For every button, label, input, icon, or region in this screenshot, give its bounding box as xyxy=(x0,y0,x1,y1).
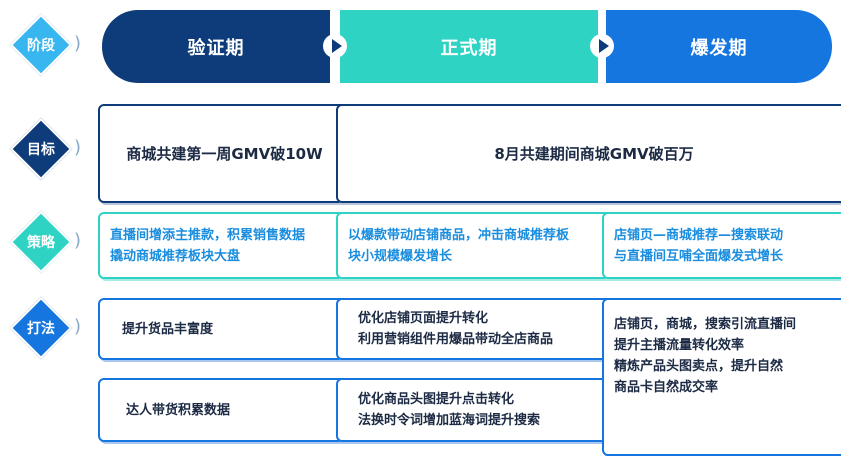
strategy-bracket: ) xyxy=(74,230,82,251)
phase-burst: 爆发期 xyxy=(606,10,832,83)
phase-formal: 正式期 xyxy=(340,10,598,83)
goal-validation-text: 商城共建第一周GMV破10W xyxy=(126,145,323,163)
tactic-validation-text-2: 达人带货积累数据 xyxy=(126,402,231,418)
tactic-formal-line: 法换时令词增加蓝海词提升搜索 xyxy=(358,413,541,428)
tactic-formal-line: 优化商品头图提升点击转化 xyxy=(358,392,515,407)
play-arrow-icon xyxy=(590,34,614,58)
tactic-burst-line: 店铺页，商城，搜索引流直播间 xyxy=(614,317,797,332)
phase-validation-label: 验证期 xyxy=(187,37,245,59)
tactics-label-text: 打法 xyxy=(27,321,55,337)
goal-formal-burst-text: 8月共建期间商城GMV破百万 xyxy=(494,145,694,163)
stage-label: 阶段 xyxy=(9,13,73,77)
goal-formal-burst-box: 8月共建期间商城GMV破百万 xyxy=(336,104,841,203)
tactic-validation-text-1: 提升货品丰富度 xyxy=(122,321,214,337)
strategy-burst-line: 与直播间互哺全面爆发式增长 xyxy=(614,248,784,264)
strategy-label: 策略 xyxy=(9,210,73,274)
tactic-formal-box-2: 优化商品头图提升点击转化 法换时令词增加蓝海词提升搜索 xyxy=(336,378,627,442)
tactic-burst-line: 提升主播流量转化效率 xyxy=(614,338,745,353)
stage-bracket: ) xyxy=(74,33,82,54)
phase-formal-label: 正式期 xyxy=(440,37,498,59)
goal-validation-box: 商城共建第一周GMV破10W xyxy=(98,104,351,203)
tactic-burst-box: 店铺页，商城，搜索引流直播间 提升主播流量转化效率 精炼产品头图卖点，提升自然 … xyxy=(602,298,841,456)
strategy-validation-line: 直播间增添主推款，积累销售数据 xyxy=(110,227,306,243)
strategy-formal-line: 以爆款带动店铺商品，冲击商城推荐板 xyxy=(348,227,570,243)
tactics-label: 打法 xyxy=(9,296,73,360)
tactic-burst-line: 商品卡自然成交率 xyxy=(614,380,719,395)
strategy-burst-line: 店铺页—商城推荐—搜索联动 xyxy=(614,227,784,243)
tactic-formal-line: 优化店铺页面提升转化 xyxy=(358,311,489,326)
strategy-formal-line: 块小规模爆发增长 xyxy=(348,248,453,264)
tactic-validation-box-1: 提升货品丰富度 xyxy=(98,298,363,360)
tactic-formal-box-1: 优化店铺页面提升转化 利用营销组件用爆品带动全店商品 xyxy=(336,298,627,360)
tactics-bracket: ) xyxy=(74,316,82,337)
stage-label-text: 阶段 xyxy=(27,38,55,54)
phase-validation: 验证期 xyxy=(102,10,330,83)
goal-label-text: 目标 xyxy=(27,142,55,158)
phase-burst-label: 爆发期 xyxy=(690,37,748,59)
strategy-validation-line: 撬动商城推荐板块大盘 xyxy=(110,248,241,264)
tactic-validation-box-2: 达人带货积累数据 xyxy=(98,378,367,442)
strategy-burst-box: 店铺页—商城推荐—搜索联动 与直播间互哺全面爆发式增长 xyxy=(602,212,841,279)
goal-bracket: ) xyxy=(74,137,82,158)
tactic-formal-line: 利用营销组件用爆品带动全店商品 xyxy=(358,332,554,347)
goal-label: 目标 xyxy=(9,117,73,181)
tactic-burst-line: 精炼产品头图卖点，提升自然 xyxy=(614,359,784,374)
strategy-formal-box: 以爆款带动店铺商品，冲击商城推荐板 块小规模爆发增长 xyxy=(336,212,617,279)
strategy-validation-box: 直播间增添主推款，积累销售数据 撬动商城推荐板块大盘 xyxy=(98,212,351,279)
strategy-label-text: 策略 xyxy=(27,235,55,251)
play-arrow-icon xyxy=(323,34,347,58)
